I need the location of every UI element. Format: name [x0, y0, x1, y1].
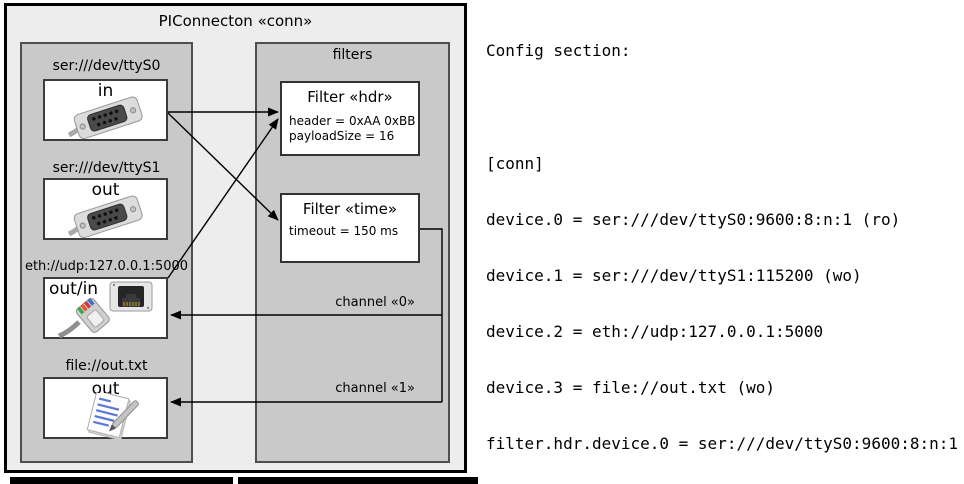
channel-1-label: channel «1»: [335, 381, 415, 396]
channel-0-label: channel «0»: [335, 295, 415, 310]
device-box-eth-outin: out/in: [43, 277, 168, 339]
ethernet-port-icon: [109, 281, 153, 312]
device-direction-label: in: [97, 81, 114, 101]
filter-title: Filter «time»: [302, 200, 398, 218]
filter-attribute: header = 0xAA 0xBB: [289, 114, 416, 128]
filter-attribute: payloadSize = 16: [289, 129, 395, 143]
device-url-label-ttys0: ser:///dev/ttyS0: [52, 58, 161, 74]
device-direction-label: out: [91, 180, 120, 200]
device-url-label-eth: eth://udp:127.0.0.1:5000: [24, 259, 189, 274]
filters-group-title: filters: [332, 47, 373, 63]
filter-box-time: Filter «time» timeout = 150 ms: [280, 193, 420, 263]
config-lines: [conn] device.0 = ser:///dev/ttyS0:9600:…: [486, 99, 964, 484]
serial-connector-icon: [67, 96, 143, 139]
config-line: device.0 = ser:///dev/ttyS0:9600:8:n:1 (…: [486, 209, 901, 229]
bottom-edge-bar-right: [238, 477, 478, 484]
device-box-file-out: out: [43, 377, 168, 439]
devices-group: ser:///dev/ttyS0 in ser:///dev/ttyS1: [20, 42, 193, 463]
config-line: filter.hdr.device.0 = ser:///dev/ttyS0:9…: [486, 434, 959, 454]
device-box-ttys1-out: out: [43, 178, 168, 240]
config-line: device.1 = ser:///dev/ttyS1:115200 (wo): [486, 265, 862, 285]
config-section: Config section: [conn] device.0 = ser://…: [486, 5, 964, 484]
filter-attribute: timeout = 150 ms: [289, 224, 399, 238]
bottom-edge-bar-left: [10, 477, 233, 484]
device-box-ttys0-in: in: [43, 79, 168, 141]
device-direction-label: out/in: [49, 279, 99, 299]
config-line: device.3 = file://out.txt (wo): [486, 377, 775, 397]
notepad-pen-icon: [86, 393, 139, 439]
filter-title: Filter «hdr»: [307, 88, 393, 106]
filter-box-hdr: Filter «hdr» header = 0xAA 0xBB payloadS…: [280, 81, 420, 156]
device-url-label-ttys1: ser:///dev/ttyS1: [52, 160, 161, 176]
serial-connector-icon: [67, 195, 143, 238]
ethernet-plug-icon: [58, 297, 110, 338]
diagram-title: PIConnecton «conn»: [158, 12, 313, 30]
device-url-label-file: file://out.txt: [65, 358, 148, 374]
config-heading: Config section:: [486, 41, 631, 61]
config-line: device.2 = eth://udp:127.0.0.1:5000: [486, 321, 824, 341]
filters-group: filters Filter «hdr» header = 0xAA 0xBB …: [255, 42, 450, 463]
config-line: [conn]: [486, 153, 544, 173]
